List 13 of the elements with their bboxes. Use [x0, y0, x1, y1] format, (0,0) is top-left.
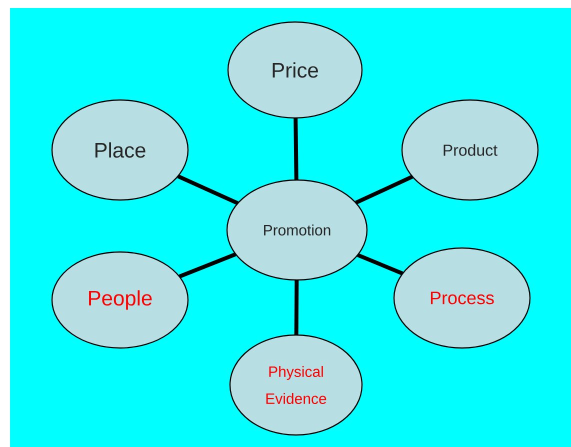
- ellipse-node: Process: [393, 247, 531, 349]
- connector-line: [357, 253, 404, 276]
- connector-line: [294, 118, 298, 180]
- ellipse-node: Price: [227, 21, 363, 119]
- connector-line: [178, 252, 236, 278]
- ellipse-node: Promotion: [226, 179, 368, 281]
- ellipse-node: Product: [401, 99, 539, 201]
- connector-line: [294, 280, 299, 335]
- ellipse-node: Place: [51, 99, 189, 201]
- connector-line: [177, 174, 238, 205]
- ellipse-node: Physical Evidence: [229, 334, 363, 436]
- connector-line: [355, 174, 414, 205]
- ellipse-node: People: [51, 251, 189, 349]
